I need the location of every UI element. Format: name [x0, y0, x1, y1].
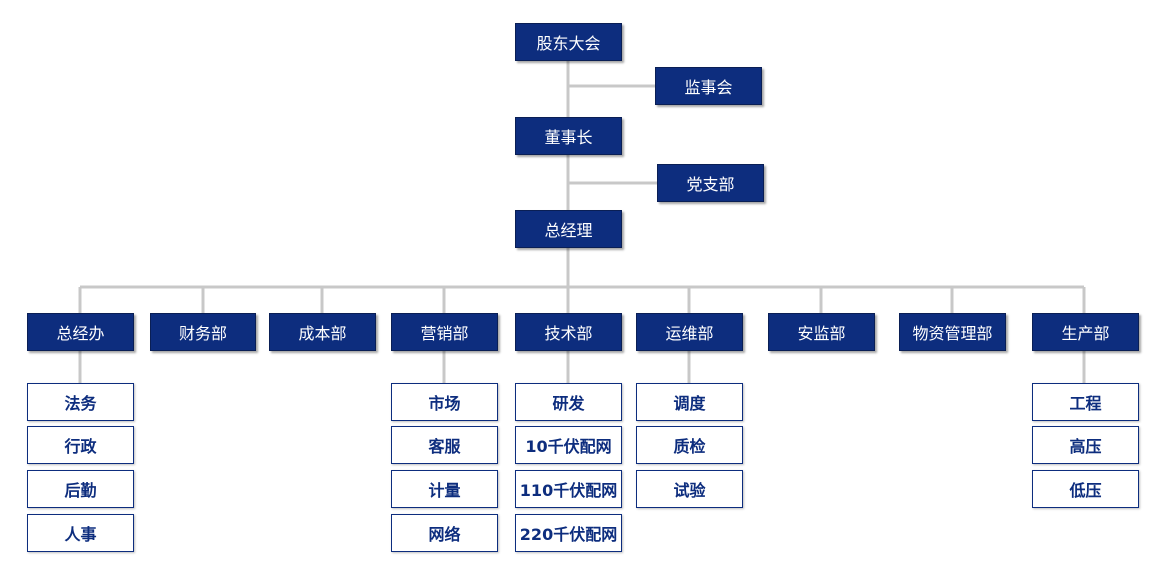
node-chairman: 董事长: [515, 117, 622, 155]
unit-high-voltage: 高压: [1032, 426, 1139, 464]
node-shareholders: 股东大会: [515, 23, 622, 61]
unit-legal: 法务: [27, 383, 134, 421]
dept-finance: 财务部: [150, 313, 256, 351]
unit-market: 市场: [391, 383, 498, 421]
dept-safety: 安监部: [768, 313, 875, 351]
unit-hr: 人事: [27, 514, 134, 552]
dept-materials: 物资管理部: [899, 313, 1006, 351]
dept-operations: 运维部: [636, 313, 743, 351]
unit-network: 网络: [391, 514, 498, 552]
unit-customer-service: 客服: [391, 426, 498, 464]
dept-cost: 成本部: [269, 313, 376, 351]
unit-10kv: 10千伏配网: [515, 426, 622, 464]
unit-220kv: 220千伏配网: [515, 514, 622, 552]
dept-general-office: 总经办: [27, 313, 134, 351]
unit-rnd: 研发: [515, 383, 622, 421]
unit-metering: 计量: [391, 470, 498, 508]
unit-testing: 试验: [636, 470, 743, 508]
node-supervisors: 监事会: [655, 67, 762, 105]
unit-low-voltage: 低压: [1032, 470, 1139, 508]
dept-technology: 技术部: [515, 313, 622, 351]
unit-dispatch: 调度: [636, 383, 743, 421]
unit-logistics: 后勤: [27, 470, 134, 508]
unit-admin: 行政: [27, 426, 134, 464]
unit-quality: 质检: [636, 426, 743, 464]
dept-marketing: 营销部: [391, 313, 498, 351]
unit-engineering: 工程: [1032, 383, 1139, 421]
dept-production: 生产部: [1032, 313, 1139, 351]
unit-110kv: 110千伏配网: [515, 470, 622, 508]
node-gm: 总经理: [515, 210, 622, 248]
node-party: 党支部: [657, 164, 764, 202]
